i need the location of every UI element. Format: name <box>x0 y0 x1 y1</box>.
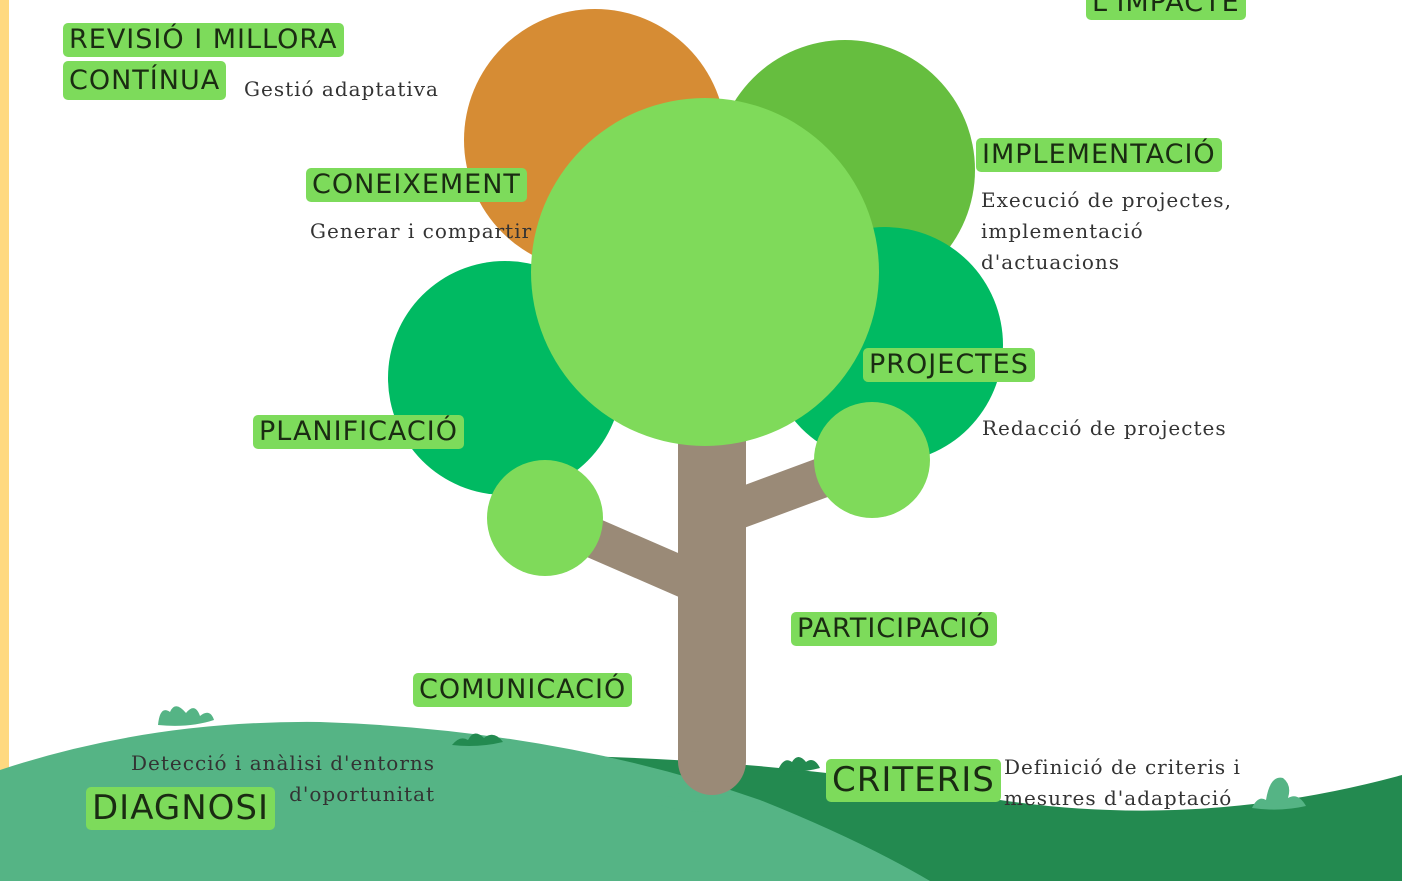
comunicacio-label: COMUNICACIÓ <box>413 673 633 707</box>
ground-hill-light <box>0 721 930 881</box>
criteris-description-line: mesures d'adaptació <box>1004 786 1233 810</box>
grass-tuft <box>452 733 503 746</box>
participacio-label: PARTICIPACIÓ <box>791 612 997 646</box>
tree-canopy <box>388 9 1003 576</box>
implementacio-label: IMPLEMENTACIÓ <box>976 138 1222 172</box>
trunk <box>678 400 746 795</box>
coneixement-label: CONEIXEMENT <box>306 168 527 202</box>
diagnosi-description-line: Detecció i anàlisi d'entorns <box>131 751 436 775</box>
grass-tuft <box>660 793 724 812</box>
criteris-label: CRITERIS <box>826 759 1001 802</box>
implementacio-description-line: implementació <box>981 219 1144 243</box>
criteris-description: Definició de criteris i mesures d'adapta… <box>1004 752 1241 814</box>
coneixement-description: Generar i compartir <box>310 219 533 243</box>
canopy-small-right-circle <box>814 402 930 518</box>
revisio-description: Gestió adaptativa <box>244 77 439 101</box>
grass-tuft <box>158 706 214 726</box>
diagnosi-description: Detecció i anàlisi d'entorns d'oportunit… <box>131 748 435 810</box>
canopy-main-circle <box>531 98 879 446</box>
diagnosi-description-line: d'oportunitat <box>289 782 436 806</box>
projectes-description: Redacció de projectes <box>982 416 1227 440</box>
grass-tufts <box>158 706 1306 812</box>
revisio-label-line1: REVISIÓ I MILLORA <box>63 23 344 57</box>
diagnosi-label: DIAGNOSI <box>86 787 276 830</box>
implementacio-description: Execució de projectes, implementació d'a… <box>981 185 1232 278</box>
implementacio-description-line: d'actuacions <box>981 250 1121 274</box>
projectes-label: PROJECTES <box>863 348 1035 382</box>
revisio-label-line2: CONTÍNUA <box>63 61 227 101</box>
left-frame-strip <box>0 0 9 881</box>
canopy-small-left-circle <box>487 460 603 576</box>
implementacio-description-line: Execució de projectes, <box>981 188 1232 212</box>
grass-tuft <box>1252 777 1306 810</box>
criteris-description-line: Definició de criteris i <box>1004 755 1241 779</box>
impacte-label: L'IMPACTE <box>1086 0 1246 20</box>
planificacio-label: PLANIFICACIÓ <box>253 415 464 449</box>
grass-tuft <box>778 757 820 772</box>
